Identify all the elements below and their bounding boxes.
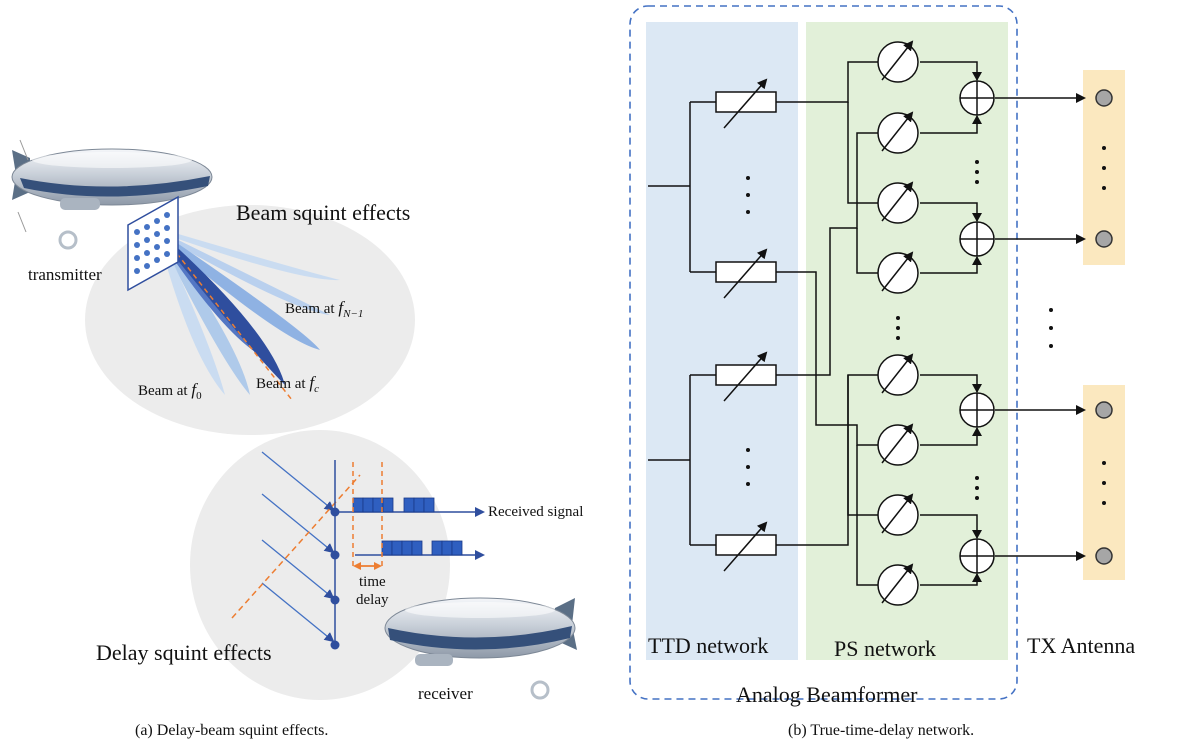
caption-b: (b) True-time-delay network. (788, 722, 975, 739)
ellipsis-dots (746, 146, 1106, 505)
signal-blocks (352, 497, 463, 556)
antenna-feed-arrows (995, 93, 1086, 561)
beam-high-label: Beam at fN−1 (285, 298, 363, 320)
phase-shifter (877, 423, 919, 466)
transmitter-airship-icon (11, 139, 213, 250)
receive-array-elements (330, 507, 340, 650)
receiver-airship-icon (384, 597, 577, 700)
caption-a: (a) Delay-beam squint effects. (135, 722, 329, 739)
phase-shifter (877, 251, 919, 294)
received-signal-label: Received signal (488, 504, 584, 520)
beam-center-text: Beam at (256, 376, 310, 392)
adder-icon (959, 80, 995, 116)
delay-squint-title: Delay squint effects (96, 640, 272, 665)
ttd-delay-unit (715, 248, 777, 299)
phase-shifter (877, 181, 919, 224)
ttd-delay-unit (715, 78, 777, 129)
beam-center-subscript: c (314, 383, 319, 395)
beam-low-subscript: 0 (196, 390, 202, 402)
phase-shifter (877, 353, 919, 396)
receiver-label: receiver (418, 684, 473, 703)
beam-fan (158, 228, 340, 401)
tx-antenna-label: TX Antenna (1027, 633, 1136, 658)
time-delay-line1: time (359, 574, 386, 590)
adder-input-arrows (972, 72, 982, 582)
ttd-delay-unit (715, 351, 777, 402)
beam-low-text: Beam at (138, 383, 192, 399)
beam-low-symbol: f (191, 380, 197, 399)
adders (959, 80, 995, 574)
analog-beamformer-border (629, 5, 1018, 700)
ps-network-label: PS network (834, 636, 937, 661)
beam-low-label: Beam at f0 (138, 380, 202, 402)
antenna-elements (1095, 89, 1113, 565)
adder-icon (959, 392, 995, 428)
phase-shifter (877, 563, 919, 606)
transmitter-array-icon (127, 195, 179, 292)
transmitter-label: transmitter (28, 265, 102, 284)
ttd-network-label: TTD network (648, 633, 769, 658)
beam-squint-title: Beam squint effects (236, 200, 411, 225)
phase-shifter (877, 40, 919, 83)
phase-shifters (877, 40, 919, 606)
ttd-delay-unit (715, 521, 777, 572)
ttd-network-region (646, 22, 798, 660)
beam-high-text: Beam at (285, 301, 339, 317)
beam-center-label: Beam at fc (256, 373, 319, 395)
beam-high-symbol: f (338, 298, 344, 317)
phase-shifter (877, 111, 919, 154)
time-delay-line2: delay (356, 592, 389, 608)
delay-squint-background (190, 430, 450, 700)
phase-shifter (877, 493, 919, 536)
beam-high-subscript: N−1 (343, 308, 364, 320)
beam-center-symbol: f (309, 373, 315, 392)
analog-beamformer-label: Analog Beamformer (736, 682, 918, 707)
incident-wavefront-rays (261, 451, 335, 643)
wavefront-line (231, 474, 361, 619)
adder-icon (959, 221, 995, 257)
adder-icon (959, 538, 995, 574)
ttd-delay-units (715, 78, 777, 572)
